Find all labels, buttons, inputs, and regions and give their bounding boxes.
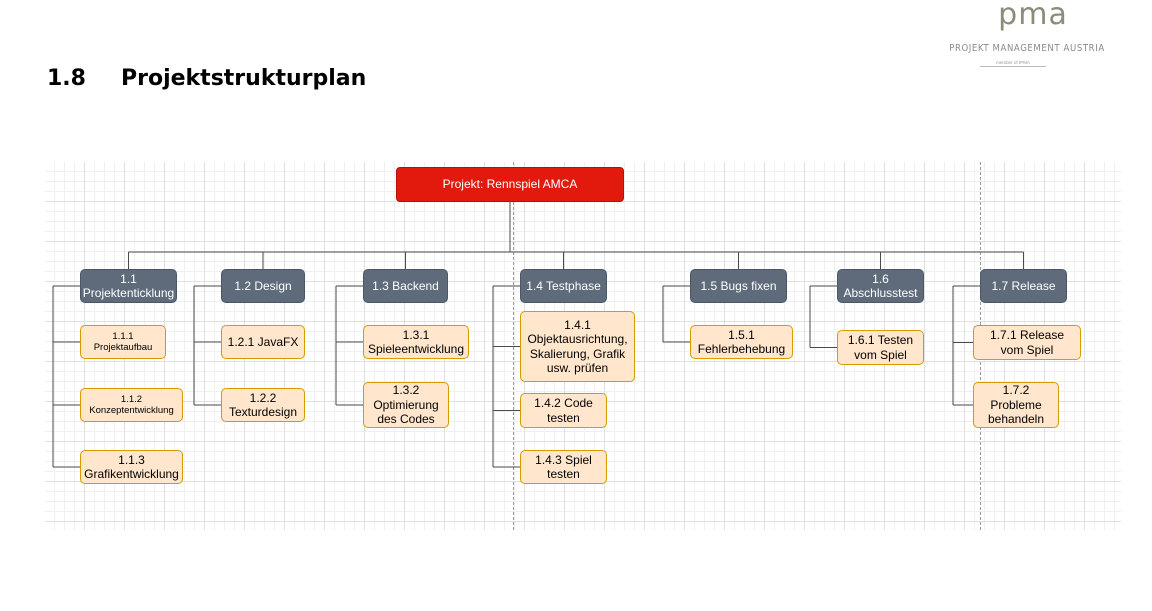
task-node[interactable]: 1.1.2 Konzeptentwicklung bbox=[80, 388, 183, 422]
task-node[interactable]: 1.1.1 Projektaufbau bbox=[80, 325, 166, 359]
task-node[interactable]: 1.7.1 Release vom Spiel bbox=[973, 325, 1081, 360]
phase-node[interactable]: 1.1 Projektenticklung bbox=[80, 269, 177, 303]
task-node[interactable]: 1.4.2 Code testen bbox=[520, 393, 607, 428]
section-title: Projektstrukturplan bbox=[121, 66, 367, 91]
task-node[interactable]: 1.1.3 Grafikentwicklung bbox=[80, 450, 183, 484]
phase-node[interactable]: 1.6 Abschlusstest bbox=[837, 269, 924, 303]
task-node[interactable]: 1.6.1 Testen vom Spiel bbox=[837, 330, 924, 365]
logo-name: PROJEKT MANAGEMENT AUSTRIA bbox=[949, 43, 1105, 54]
logo-mark: pma bbox=[998, 0, 1068, 32]
task-node[interactable]: 1.2.2 Texturdesign bbox=[221, 388, 305, 422]
connector-lines bbox=[52, 202, 1024, 468]
phase-node[interactable]: 1.4 Testphase bbox=[520, 269, 607, 303]
phase-node[interactable]: 1.2 Design bbox=[221, 269, 305, 303]
task-node[interactable]: 1.3.1 Spieleentwicklung bbox=[363, 325, 469, 359]
root-node[interactable]: Projekt: Rennspiel AMCA bbox=[396, 167, 624, 202]
task-node[interactable]: 1.4.1 Objektausrichtung, Skalierung, Gra… bbox=[520, 311, 635, 382]
task-node[interactable]: 1.3.2 Optimierung des Codes bbox=[363, 382, 449, 428]
wbs-diagram: Projekt: Rennspiel AMCA 1.1 Projektentic… bbox=[45, 162, 1121, 530]
phase-node[interactable]: 1.5 Bugs fixen bbox=[690, 269, 787, 303]
task-node[interactable]: 1.7.2 Probleme behandeln bbox=[973, 382, 1059, 428]
logo-subline: member of IPMA bbox=[980, 60, 1046, 67]
task-node[interactable]: 1.2.1 JavaFX bbox=[221, 325, 305, 359]
section-number: 1.8 bbox=[47, 66, 86, 91]
phase-node[interactable]: 1.7 Release bbox=[980, 269, 1067, 303]
phase-node[interactable]: 1.3 Backend bbox=[363, 269, 448, 303]
task-node[interactable]: 1.4.3 Spiel testen bbox=[520, 450, 607, 484]
task-node[interactable]: 1.5.1 Fehlerbehebung bbox=[690, 325, 793, 359]
